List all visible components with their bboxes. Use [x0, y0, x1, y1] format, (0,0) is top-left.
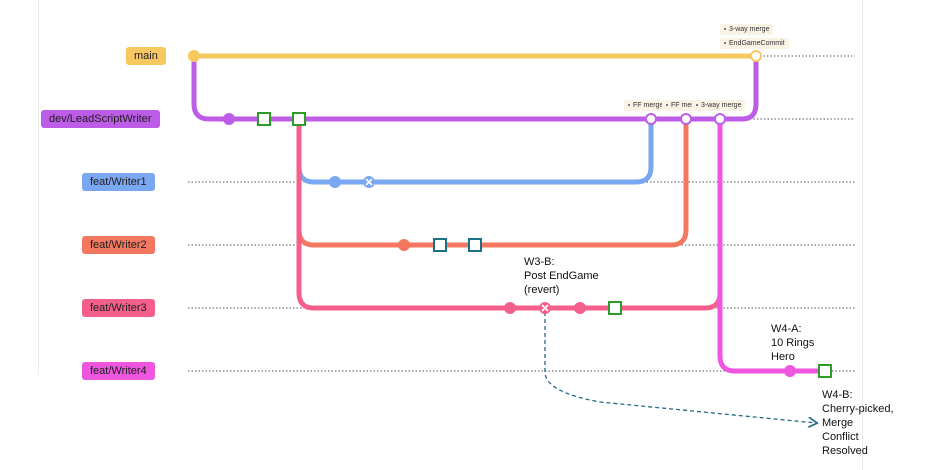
commit-writer4-cherry-pick[interactable] [818, 364, 832, 378]
tag-dev-3way-merge: 3-way merge [692, 100, 746, 111]
bullet-icon [666, 104, 668, 107]
commit-writer1-1[interactable] [329, 176, 341, 188]
commit-dev-3[interactable] [292, 112, 306, 126]
tag-text: 3-way merge [729, 26, 770, 33]
commit-writer3-3[interactable] [574, 302, 586, 314]
branch-label-dev: dev/LeadScriptWriter [41, 110, 160, 128]
revert-x-icon [365, 178, 373, 186]
bullet-icon [724, 42, 726, 45]
note-w3b: W3-B: Post EndGame (revert) [524, 256, 599, 296]
branch-label-writer3: feat/Writer3 [82, 299, 155, 317]
branch-label-writer4: feat/Writer4 [82, 362, 155, 380]
branch-label-writer1: feat/Writer1 [82, 173, 155, 191]
bullet-icon [696, 104, 698, 107]
bullet-icon [724, 28, 726, 31]
commit-dev-ff-merge-1[interactable] [645, 113, 657, 125]
tag-main-merge: 3-way merge [720, 24, 774, 35]
branch-label-writer2: feat/Writer2 [82, 236, 155, 254]
branch-path-dev [191, 56, 759, 122]
commit-writer3-4[interactable] [608, 301, 622, 315]
note-w4a: W4-A: 10 Rings Hero [771, 323, 815, 363]
commit-main-start[interactable] [188, 50, 200, 62]
commit-writer2-3[interactable] [468, 238, 482, 252]
commit-dev-ff-merge-2[interactable] [680, 113, 692, 125]
tag-text: FF mer [671, 102, 694, 109]
tag-main-commit: EndGameCommit [720, 38, 789, 49]
note-w4b: W4-B: Cherry-picked, Merge Conflict Reso… [822, 389, 894, 457]
tag-text: FF merge [633, 102, 664, 109]
tag-dev-ff-merge-1: FF merge [624, 100, 668, 111]
branch-path-writer4 [717, 119, 826, 374]
tag-text: 3-way merge [701, 102, 742, 109]
frame-border-right [862, 0, 863, 470]
branch-path-writer1 [296, 119, 654, 185]
tag-text: EndGameCommit [729, 40, 785, 47]
commit-writer3-1[interactable] [504, 302, 516, 314]
branch-label-main: main [126, 47, 166, 65]
branch-path-writer3 [296, 119, 723, 311]
tag-dev-ff-merge-2: FF mer [662, 100, 698, 111]
commit-main-merge[interactable] [750, 50, 762, 62]
commit-dev-3way-merge[interactable] [714, 113, 726, 125]
commit-writer4-1[interactable] [784, 365, 796, 377]
commit-writer2-2[interactable] [433, 238, 447, 252]
revert-x-icon [541, 304, 549, 312]
commit-dev-1[interactable] [223, 113, 235, 125]
commit-dev-2[interactable] [257, 112, 271, 126]
frame-border-left [38, 0, 39, 375]
commit-writer2-1[interactable] [398, 239, 410, 251]
bullet-icon [628, 104, 630, 107]
